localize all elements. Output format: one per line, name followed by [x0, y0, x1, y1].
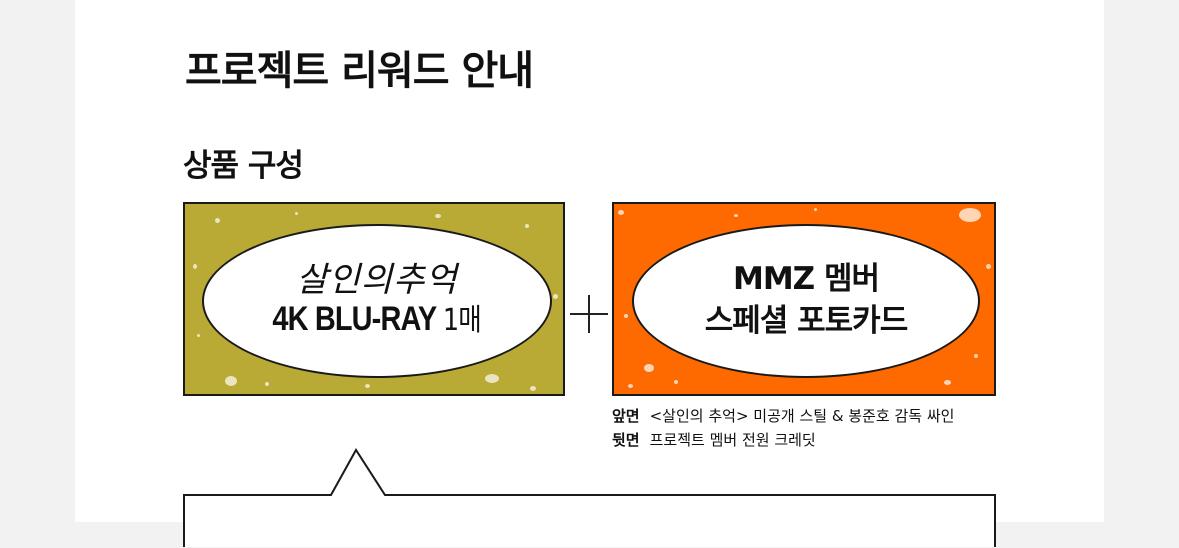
- photocard-product-card: MMZ 멤버 스페셜 포토카드: [612, 202, 996, 396]
- movie-title-script: 살인의추억: [296, 259, 458, 300]
- product-count: 1매: [443, 303, 482, 339]
- product-name: 4K BLU-RAY: [272, 300, 437, 339]
- note-back-label: 뒷면: [612, 431, 640, 449]
- page-title: 프로젝트 리워드 안내: [185, 48, 534, 94]
- plus-icon: [570, 295, 608, 333]
- photocard-label-oval: MMZ 멤버 스페셜 포토카드: [632, 224, 980, 378]
- bluray-product-card: 살인의추억 4K BLU-RAY 1매: [183, 202, 565, 396]
- section-title: 상품 구성: [183, 148, 304, 184]
- bluray-label-oval: 살인의추억 4K BLU-RAY 1매: [202, 224, 552, 378]
- photocard-notes: 앞면 <살인의 추억> 미공개 스틸 & 봉준호 감독 싸인 뒷면 프로젝트 멤…: [612, 404, 954, 452]
- speech-bubble-callout: [183, 448, 996, 547]
- product-name-line: 4K BLU-RAY 1매: [273, 299, 482, 340]
- photocard-line-1: MMZ 멤버: [732, 261, 880, 298]
- note-back: 뒷면 프로젝트 멤버 전원 크레딧: [612, 428, 954, 452]
- note-front-label: 앞면: [612, 407, 640, 425]
- reward-page: 프로젝트 리워드 안내 상품 구성 살인의추억 4K BLU-RAY 1매: [75, 0, 1104, 547]
- note-back-text: 프로젝트 멤버 전원 크레딧: [649, 431, 816, 449]
- note-front: 앞면 <살인의 추억> 미공개 스틸 & 봉준호 감독 싸인: [612, 404, 954, 428]
- photocard-line-2: 스페셜 포토카드: [704, 303, 908, 339]
- note-front-text: <살인의 추억> 미공개 스틸 & 봉준호 감독 싸인: [649, 407, 955, 425]
